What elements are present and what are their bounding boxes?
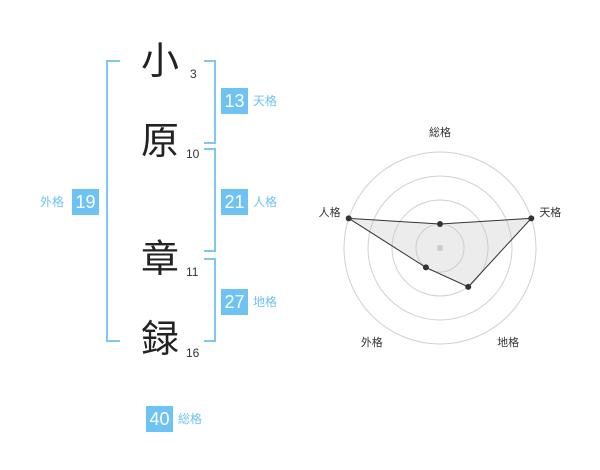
soukaku-value: 40 (146, 406, 173, 432)
radar-grid-ring (367, 175, 513, 321)
radar-point-5 (345, 215, 352, 222)
radar-axis-label-4: 外格 (361, 335, 383, 349)
gaikaku-value: 19 (72, 189, 99, 215)
radar-axis-label-1: 総格 (429, 125, 451, 139)
radar-center-dot (437, 245, 443, 251)
name-char-1: 小 (141, 39, 180, 83)
radar-point-1 (437, 221, 443, 227)
name-char-3: 章 (141, 237, 180, 281)
stroke-count-4: 16 (186, 346, 200, 360)
radar-data-area (348, 217, 533, 288)
stroke-count-1: 3 (190, 67, 197, 81)
chikaku-bracket (204, 258, 216, 342)
stroke-count-2: 10 (186, 147, 200, 161)
jinkaku-bracket (204, 148, 216, 252)
chikaku-label: 地格 (253, 295, 278, 309)
radar-grid-ring (391, 199, 489, 297)
tenkaku-value: 13 (221, 88, 248, 114)
gaikaku-bracket (106, 60, 120, 342)
tenkaku-bracket (204, 60, 216, 144)
radar-point-3 (465, 283, 472, 290)
soukaku-label: 総格 (178, 412, 203, 426)
jinkaku-label: 人格 (253, 195, 278, 209)
jinkaku-value: 21 (221, 189, 248, 215)
stroke-count-3: 11 (186, 265, 199, 279)
name-char-2: 原 (141, 119, 180, 163)
radar-axis-label-2: 天格 (539, 205, 561, 219)
radar-point-2 (528, 215, 535, 222)
name-char-4: 録 (141, 317, 180, 361)
radar-axis-label-5: 人格 (319, 205, 341, 219)
radar-grid-ring (343, 151, 537, 345)
chikaku-value: 27 (221, 289, 248, 315)
radar-point-4 (422, 264, 429, 271)
radar-axis-label-3: 地格 (497, 335, 519, 349)
tenkaku-label: 天格 (253, 94, 278, 108)
gaikaku-label: 外格 (40, 195, 65, 209)
